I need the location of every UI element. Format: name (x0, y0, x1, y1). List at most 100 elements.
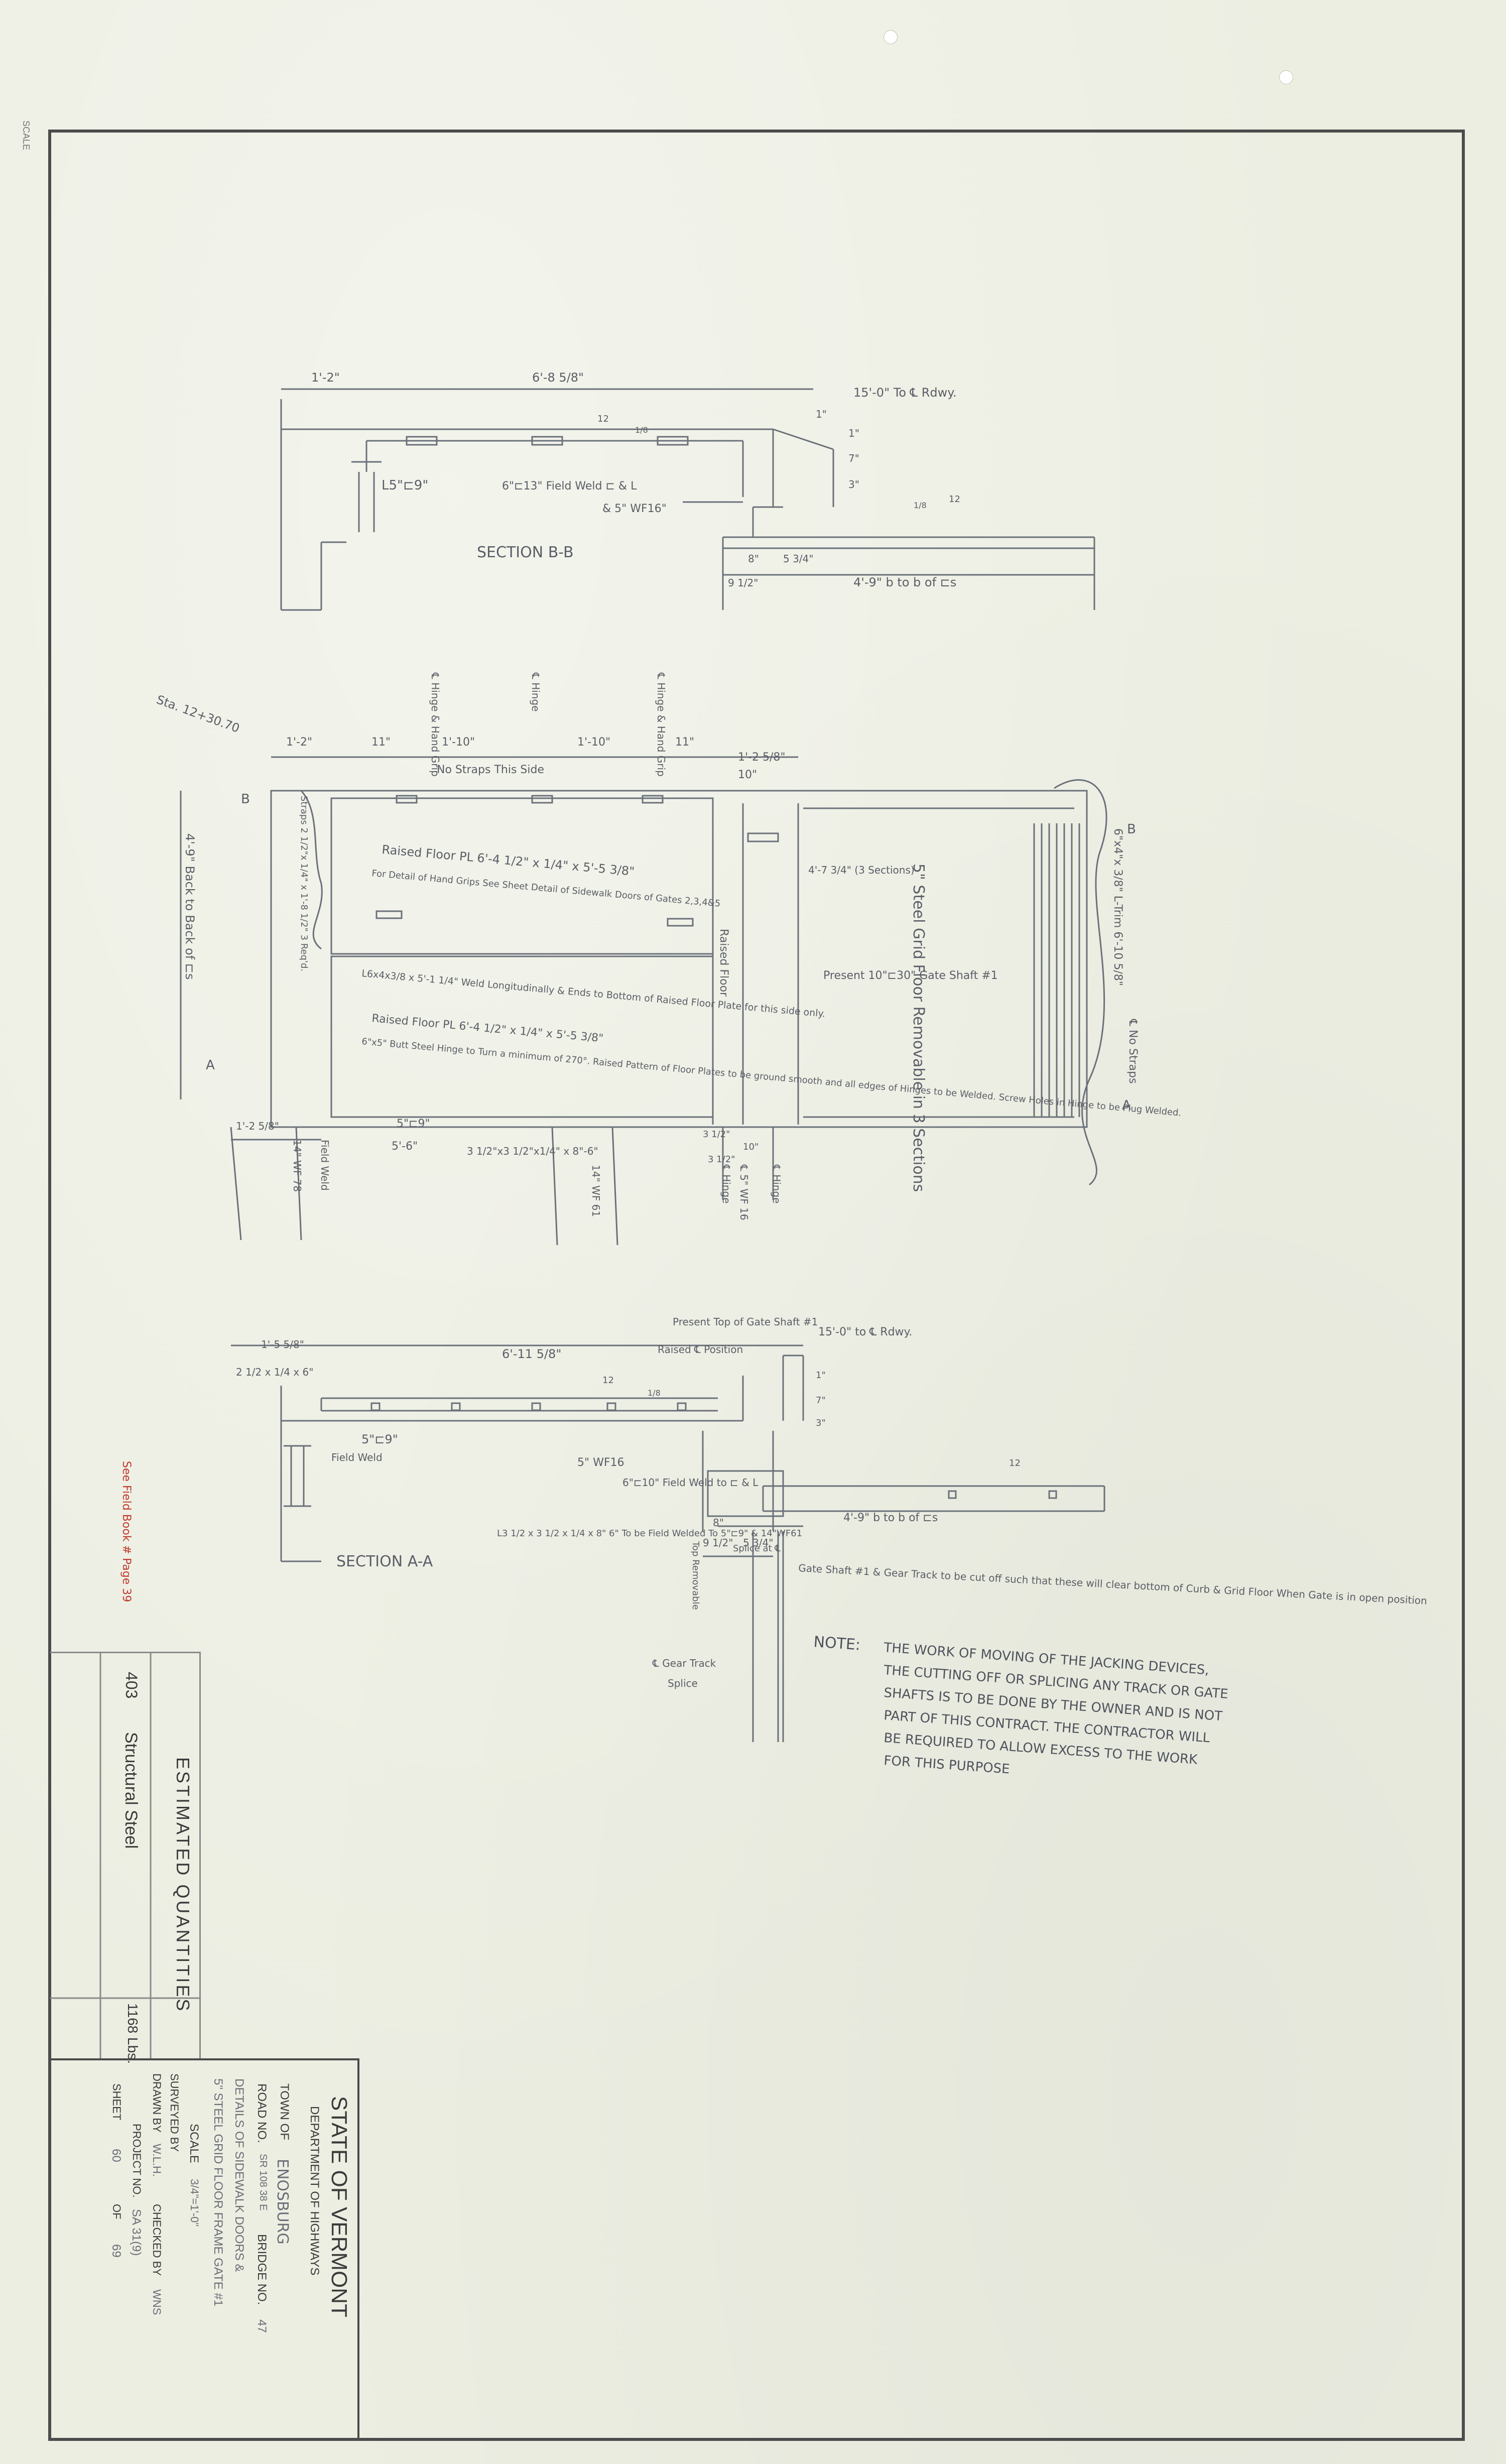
tb-drawn: W.L.H. (151, 2144, 163, 2177)
plan-butt-hinge: 6"x5" Butt Steel Hinge to Turn a minimum… (361, 1036, 1182, 1119)
tb-surveyed-label: SURVEYED BY (168, 2073, 181, 2152)
tb-project: SA 31(9) (130, 2209, 143, 2256)
aa-angle-2: L3 1/2 x 3 1/2 x 1/4 x 8" 6" To be Field… (497, 1528, 802, 1539)
bb-label-beam: & 5" WF16" (602, 503, 667, 515)
plan-dim-6: 1'-2 5/8" (738, 751, 786, 764)
tb-sheets: 69 (109, 2244, 123, 2258)
bb-title: SECTION B-B (477, 544, 574, 561)
plan-angle-weld: L6x4x3/8 x 5'-1 1/4" Weld Longitudinally… (361, 968, 826, 1020)
bb-dim-7: 3" (848, 478, 859, 490)
tb-checked-label: CHECKED BY (151, 2204, 163, 2276)
plan-bottom-right-3: 3 1/2" (708, 1154, 735, 1165)
section-bb-drawing (280, 388, 1095, 611)
aa-slope-c: 1/8 (648, 1388, 661, 1398)
plan-trim: 6"x4"x 3/8" L-Trim 6'-10 5/8" (1111, 828, 1124, 986)
plan-hand-grip-note: For Detail of Hand Grips See Sheet Detai… (371, 868, 721, 909)
tb-desc-1: DETAILS OF SIDEWALK DOORS & (232, 2078, 246, 2272)
plan-bottom-dim-2: 5'-6" (392, 1140, 418, 1153)
tb-scale: 3/4"=1'-0" (188, 2179, 201, 2227)
plan-grid-sections: 4'-7 3/4" (3 Sections) (808, 864, 915, 876)
note-line-6: FOR THIS PURPOSE (884, 1753, 1011, 1777)
tb-dept: DEPARTMENT OF HIGHWAYS (308, 2106, 321, 2276)
bb-dim-10: 9 1/2" (728, 577, 758, 589)
punch-hole-right (1279, 70, 1293, 84)
plan-labels: Sta. 12+30.70 1'-2" 11" 1'-10" 1'-10" 11… (155, 672, 1182, 1220)
aa-slope-b: 12 (1009, 1458, 1021, 1468)
plan-dim-2: 11" (371, 736, 391, 749)
plan-beam-hinge-right: ℄ Hinge (771, 1164, 783, 1203)
plan-view-drawing (180, 756, 1107, 1246)
bb-dim-6: 7" (848, 452, 859, 464)
plan-dim-3: 1'-10" (442, 736, 475, 749)
plan-bottom-dim-3: 5"⊏9" (397, 1118, 430, 1130)
bb-dim-4: 1" (816, 408, 827, 420)
plan-back-to-back: 4'-9" Back to Back of ⊏s (183, 833, 197, 979)
bb-dim-2: 6'-8 5/8" (532, 371, 584, 385)
aa-slope-a: 12 (602, 1375, 614, 1386)
aa-title: SECTION A-A (336, 1553, 433, 1570)
plan-callout-hinge-grip-left: ℄ Hinge & Hand Grip (429, 672, 441, 777)
bb-slope-2b: 1/8 (914, 501, 927, 510)
plan-bottom-right-2: 10" (743, 1142, 759, 1152)
bb-dim-1: 1'-2" (311, 371, 340, 385)
tb-of-label: OF (110, 2204, 123, 2220)
quantities-item-no: 403 (122, 1672, 141, 1699)
tb-road: SR 108 38 E (258, 2154, 269, 2211)
plan-raised-floor-3: Raised Floor (717, 929, 730, 997)
bb-slope-1b: 1/8 (635, 425, 648, 435)
aa-dim-left: 1'-5 5/8" (261, 1338, 304, 1350)
aa-raised-position: Raised ℄ Position (658, 1343, 743, 1356)
section-aa-drawing (231, 1344, 1105, 1742)
plan-grid-floor: 5" Steel Grid Floor Removable in 3 Secti… (910, 864, 927, 1192)
plan-cut-b-left: B (241, 792, 250, 807)
tb-desc-2: 5" STEEL GRID FLOOR FRAME GATE #1 (211, 2078, 225, 2306)
plan-dim-1: 1'-2" (286, 736, 312, 749)
plan-straps-left: Straps 2 1/2"x 1/4" x 1'-8 1/2" 3 Req'd. (299, 796, 309, 971)
tb-sheet-label: SHEET (110, 2083, 123, 2121)
tb-state: STATE OF VERMONT (327, 2096, 351, 2317)
plan-callout-hinge: ℄ Hinge (530, 672, 542, 711)
aa-dim-3: 3" (816, 1418, 826, 1428)
plan-beam-field-weld: Field Weld (319, 1140, 331, 1191)
plan-cut-a-right: A (1122, 1098, 1131, 1113)
punch-hole-left (884, 30, 898, 44)
plan-beam-hinge-left: ℄ Hinge (720, 1164, 732, 1203)
estimated-quantities-box (50, 1652, 201, 2058)
aa-dim-5-75: 5 3/4" (743, 1537, 773, 1549)
tb-checked: WNS (151, 2289, 163, 2315)
quantities-qty: 1168 Lbs. (125, 2003, 141, 2064)
aa-dim-main: 6'-11 5/8" (502, 1347, 561, 1361)
tb-scale-label: SCALE (187, 2124, 201, 2163)
plan-bottom-dim-4: 3 1/2"x3 1/2"x1/4" x 8"-6" (467, 1145, 598, 1157)
plan-cut-a-left: A (206, 1058, 215, 1073)
aa-beam-16: 5" WF16 (577, 1456, 624, 1469)
aa-splice-2: Splice (668, 1677, 698, 1689)
bb-label-weld: 6"⊏13" Field Weld ⊏ & L (502, 480, 637, 492)
tb-drawn-label: DRAWN BY (151, 2073, 163, 2133)
sheet-border (48, 130, 1465, 2441)
aa-splice: Splice at ℄ (733, 1543, 781, 1554)
plan-callout-hinge-grip-right: ℄ Hinge & Hand Grip (655, 672, 667, 777)
aa-dim-8: 8" (713, 1517, 724, 1529)
aa-present-top: Present Top of Gate Shaft #1 (673, 1316, 818, 1328)
plan-cut-b-right: B (1127, 822, 1136, 837)
plan-dim-4: 1'-10" (577, 736, 610, 749)
aa-angle: 2 1/2 x 1/4 x 6" (236, 1366, 313, 1378)
quantities-grid (50, 1652, 201, 2058)
aa-field-book: See Field Book # Page 39 (120, 1461, 133, 1602)
plan-no-straps: No Straps This Side (437, 764, 544, 776)
tb-project-label: PROJECT NO. (131, 2124, 143, 2198)
bb-label-channel: L5"⊏9" (382, 478, 428, 493)
plan-dim-5: 11" (675, 736, 694, 749)
aa-gear-track: ℄ Gear Track (652, 1657, 716, 1669)
aa-ch-10: 6"⊏10" Field Weld to ⊏ & L (622, 1476, 759, 1489)
plan-dim-7: 10" (738, 769, 757, 781)
bb-dim-9: 5 3/4" (783, 553, 813, 565)
bb-dim-11: 4'-9" b to b of ⊏s (853, 575, 956, 589)
general-note: NOTE: THE WORK OF MOVING OF THE JACKING … (813, 1633, 1228, 1777)
aa-dim-btb: 4'-9" b to b of ⊏s (843, 1512, 938, 1524)
bb-slope-2: 12 (949, 494, 960, 505)
aa-gate-note: Gate Shaft #1 & Gear Track to be cut off… (798, 1562, 1428, 1607)
